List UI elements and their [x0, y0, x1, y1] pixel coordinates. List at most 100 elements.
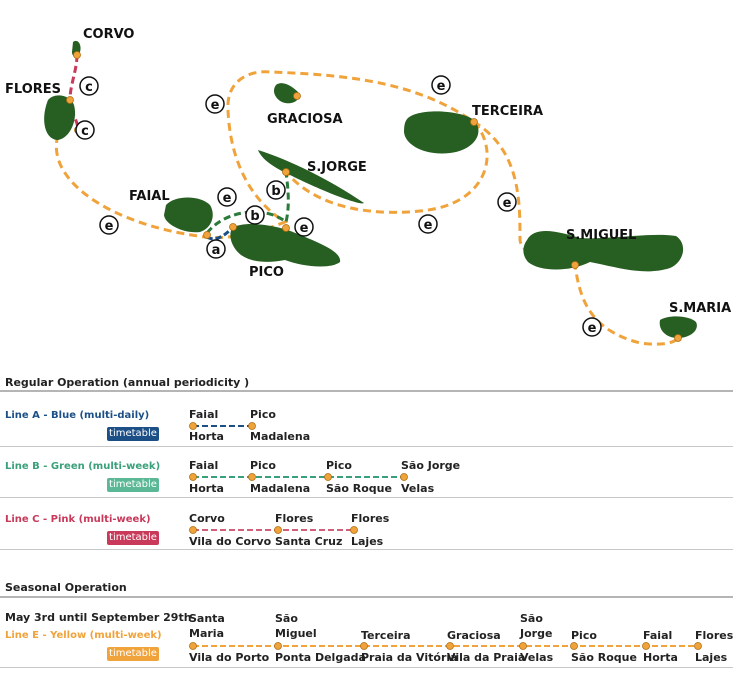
line-b-stop[interactable]: São Jorge Velas	[400, 459, 461, 495]
islands	[44, 40, 697, 338]
svg-text:São Roque: São Roque	[571, 651, 637, 664]
line-a-timetable-button[interactable]: timetable	[107, 427, 159, 441]
svg-text:e: e	[588, 321, 597, 336]
svg-text:Faial: Faial	[189, 459, 218, 472]
port-smiguel[interactable]	[571, 261, 579, 269]
label-terceira: TERCEIRA	[472, 104, 543, 119]
regular-operation-title: Regular Operation (annual periodicity )	[5, 376, 250, 389]
svg-text:São Roque: São Roque	[326, 482, 392, 495]
route-badge-e[interactable]: e	[217, 187, 237, 207]
svg-text:e: e	[105, 219, 114, 234]
island-labels: CORVO FLORES GRACIOSA TERCEIRA S.JORGE F…	[5, 27, 731, 316]
route-badge-e[interactable]: e	[582, 317, 602, 337]
route-badge-e[interactable]: e	[205, 94, 225, 114]
route-b-path	[205, 171, 290, 234]
svg-text:Vila da Praia: Vila da Praia	[447, 651, 525, 664]
svg-text:Madalena: Madalena	[250, 482, 310, 495]
line-b-stop[interactable]: Pico São Roque	[324, 459, 392, 495]
port-faial[interactable]	[203, 231, 211, 239]
svg-text:Terceira: Terceira	[361, 629, 411, 642]
svg-text:Ponta Delgada: Ponta Delgada	[275, 651, 366, 664]
label-smaria: S.MARIA	[669, 301, 731, 316]
line-e-stop[interactable]: São Miguel Ponta Delgada	[274, 612, 366, 664]
route-badge-b[interactable]: b	[266, 180, 286, 200]
route-badge-e[interactable]: e	[294, 217, 314, 237]
line-c-label: Line C - Pink (multi-week)	[5, 514, 151, 525]
svg-text:Lajes: Lajes	[351, 535, 384, 548]
route-badge-e[interactable]: e	[99, 215, 119, 235]
route-badge-e[interactable]: e	[497, 192, 517, 212]
svg-text:Faial: Faial	[643, 629, 672, 642]
svg-text:b: b	[250, 209, 259, 224]
label-pico: PICO	[249, 265, 284, 280]
line-c-timetable-button[interactable]: timetable	[107, 531, 159, 545]
svg-text:Flores: Flores	[351, 512, 390, 525]
svg-text:e: e	[424, 218, 433, 233]
svg-text:Horta: Horta	[643, 651, 678, 664]
route-e-terceira-loop	[284, 120, 489, 214]
line-a-stop[interactable]: Pico Madalena	[248, 408, 311, 443]
svg-text:Flores: Flores	[695, 629, 734, 642]
svg-text:c: c	[81, 124, 89, 139]
svg-text:Vila do Porto: Vila do Porto	[189, 651, 270, 664]
line-b-timetable-button[interactable]: timetable	[107, 478, 159, 492]
route-badge-e[interactable]: e	[431, 75, 451, 95]
svg-text:Praia da Vitória: Praia da Vitória	[361, 651, 458, 664]
port-smaria[interactable]	[674, 334, 682, 342]
line-e-strip: Santa Maria Vila do Porto São Miguel Pon…	[189, 612, 734, 664]
route-badge-a[interactable]: a	[206, 239, 226, 259]
line-e-stop[interactable]: São Jorge Velas	[519, 612, 554, 664]
line-b-strip: Faial Horta Pico Madalena Pico São Roque…	[189, 459, 460, 495]
svg-text:Madalena: Madalena	[250, 430, 310, 443]
port-terceira[interactable]	[470, 118, 478, 126]
island-smaria	[659, 316, 697, 338]
route-badge-b[interactable]: b	[245, 205, 265, 225]
label-flores: FLORES	[5, 82, 61, 97]
label-corvo: CORVO	[83, 27, 135, 42]
svg-text:Horta: Horta	[189, 482, 224, 495]
port-flores-santacruz[interactable]	[66, 96, 74, 104]
route-badge-c[interactable]: c	[79, 76, 99, 96]
svg-text:Jorge: Jorge	[519, 627, 552, 640]
line-a-strip: Faial Horta Pico Madalena	[189, 408, 310, 443]
svg-text:e: e	[300, 221, 309, 236]
line-c-stop[interactable]: Corvo Vila do Corvo	[189, 512, 272, 548]
port-pico-madalena[interactable]	[229, 223, 237, 231]
svg-text:Pico: Pico	[326, 459, 352, 472]
port-pico-saoroque[interactable]	[282, 224, 290, 232]
port-sjorge[interactable]	[282, 168, 290, 176]
line-b-label: Line B - Green (multi-week)	[5, 461, 161, 472]
line-e-stop[interactable]: Faial Horta	[642, 629, 678, 664]
route-badge-e[interactable]: e	[418, 214, 438, 234]
line-c-stop[interactable]: Flores Lajes	[350, 512, 390, 548]
island-terceira	[404, 111, 479, 154]
line-c-stop[interactable]: Flores Santa Cruz	[274, 512, 343, 548]
line-e-stop[interactable]: Terceira Praia da Vitória	[360, 629, 458, 664]
svg-text:e: e	[211, 98, 220, 113]
svg-text:Pico: Pico	[250, 459, 276, 472]
line-a-stop[interactable]: Faial Horta	[189, 408, 224, 443]
line-e-stop[interactable]: Flores Lajes	[694, 629, 734, 664]
svg-text:e: e	[223, 191, 232, 206]
svg-text:Santa Cruz: Santa Cruz	[275, 535, 342, 548]
line-e-stop[interactable]: Graciosa Vila da Praia	[446, 629, 526, 664]
line-e-stop[interactable]: Pico São Roque	[570, 629, 637, 664]
svg-text:Corvo: Corvo	[189, 512, 225, 525]
line-b-stop[interactable]: Pico Madalena	[248, 459, 311, 495]
line-e-stop[interactable]: Santa Maria Vila do Porto	[189, 612, 270, 664]
line-b-stop[interactable]: Faial Horta	[189, 459, 224, 495]
port-graciosa[interactable]	[293, 92, 301, 100]
label-graciosa: GRACIOSA	[267, 112, 343, 127]
line-e-timetable-button[interactable]: timetable	[107, 647, 159, 661]
route-badge-c[interactable]: c	[75, 120, 95, 140]
island-smiguel	[523, 231, 684, 272]
port-corvo[interactable]	[73, 51, 81, 59]
svg-text:Miguel: Miguel	[275, 627, 317, 640]
svg-text:Flores: Flores	[275, 512, 314, 525]
divider	[0, 390, 733, 392]
divider	[0, 667, 733, 668]
divider	[0, 596, 733, 598]
line-c-strip: Corvo Vila do Corvo Flores Santa Cruz Fl…	[189, 512, 390, 548]
svg-text:Santa: Santa	[189, 612, 225, 625]
svg-text:Vila do Corvo: Vila do Corvo	[189, 535, 272, 548]
